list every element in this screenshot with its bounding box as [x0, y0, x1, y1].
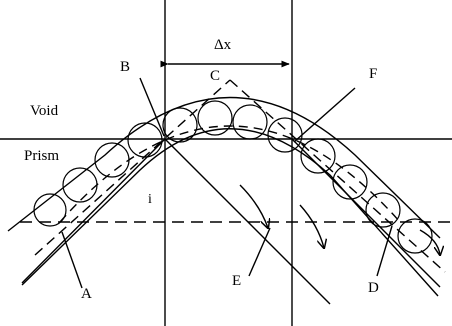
label-i: i: [148, 192, 152, 207]
reflected-curl-3: [419, 229, 440, 255]
incident-straight-edge: [21, 138, 166, 284]
label-B: B: [120, 59, 131, 75]
beam-inner-edge: [21, 128, 439, 297]
label-E: E: [232, 273, 242, 289]
label-C: C: [210, 68, 221, 84]
vortex-loops: [33, 100, 433, 254]
geometric-ray-from-C: [229, 79, 446, 273]
reflected-curl-1: [239, 184, 268, 228]
beam-center-dashed: [59, 125, 401, 223]
label-void: Void: [30, 103, 59, 119]
beam-outer-edge: [7, 96, 441, 239]
leader-B: [139, 77, 165, 137]
leader-F: [293, 87, 356, 143]
leader-D: [376, 225, 393, 277]
label-F: F: [369, 66, 378, 82]
reflected-straight-edge: [164, 138, 331, 305]
label-D: D: [368, 280, 379, 296]
label-prism: Prism: [24, 148, 60, 164]
leader-E: [248, 227, 271, 277]
leader-A: [61, 231, 83, 289]
label-delta-x: Δx: [214, 37, 232, 53]
geometric-ray-to-C: [34, 79, 231, 256]
reflected-curl-2: [299, 204, 324, 248]
label-A: A: [81, 286, 92, 302]
